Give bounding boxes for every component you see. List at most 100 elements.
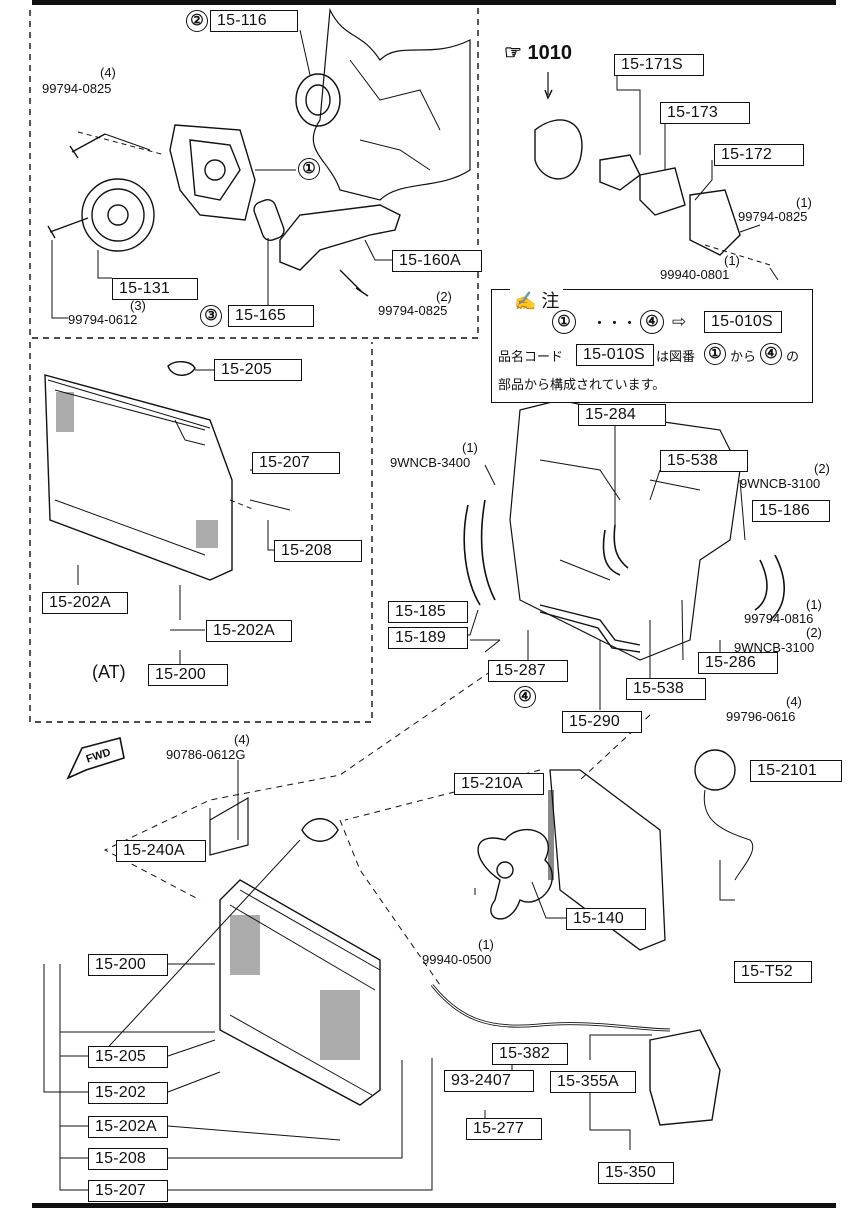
part-label-15-202A[interactable]: 15-202A xyxy=(88,1116,168,1138)
note-code-15-010S[interactable]: 15-010S xyxy=(704,311,782,333)
fastener-qty: (2) xyxy=(806,625,822,640)
part-label-15-286[interactable]: 15-286 xyxy=(698,652,778,674)
hose-15-284 xyxy=(602,524,629,576)
part-label-15-202[interactable]: 15-202 xyxy=(88,1082,168,1104)
part-label-15-287[interactable]: 15-287 xyxy=(488,660,568,682)
fastener-qty: (1) xyxy=(796,195,812,210)
part-label-15-284[interactable]: 15-284 xyxy=(578,404,666,426)
fastener-qty: (2) xyxy=(814,461,830,476)
part-label-15-355A[interactable]: 15-355A xyxy=(550,1071,636,1093)
bolt-1 xyxy=(69,133,106,159)
fastener-code[interactable]: 99794-0825 xyxy=(378,303,448,318)
part-label-15-T52[interactable]: 15-T52 xyxy=(734,961,812,983)
fastener-qty: (3) xyxy=(130,298,146,313)
fastener-code[interactable]: 90786-0612G xyxy=(166,747,246,762)
fastener-code[interactable]: 9WNCB-3400 xyxy=(390,455,471,470)
part-label-15-207[interactable]: 15-207 xyxy=(88,1180,168,1202)
part-label-15-240A[interactable]: 15-240A xyxy=(116,840,206,862)
fastener-qty: (1) xyxy=(462,440,478,455)
part-label-15-208-at[interactable]: 15-208 xyxy=(274,540,362,562)
fan-motor-15-2101 xyxy=(694,749,736,791)
fastener-code[interactable]: 99794-0825 xyxy=(42,81,112,96)
part-label-15-538-top[interactable]: 15-538 xyxy=(660,450,748,472)
fastener-code[interactable]: 99940-0801 xyxy=(660,267,730,282)
at-radiator xyxy=(44,374,233,581)
bottom-border xyxy=(32,1203,836,1208)
part-label-15-290[interactable]: 15-290 xyxy=(562,711,642,733)
part-label-15-350[interactable]: 15-350 xyxy=(598,1162,674,1184)
fastener-code[interactable]: 99794-0612 xyxy=(68,312,138,327)
fastener-code[interactable]: 99794-0816 xyxy=(744,611,814,626)
radiator-main xyxy=(219,879,381,1106)
part-label-15-200[interactable]: 15-200 xyxy=(88,954,168,976)
part-label-15-538-bottom[interactable]: 15-538 xyxy=(626,678,706,700)
fwd-arrow xyxy=(66,737,125,780)
note-code-15-010S-inline[interactable]: 15-010S xyxy=(576,344,654,366)
part-label-15-202A-at-2[interactable]: 15-202A xyxy=(206,620,292,642)
engine-block-middle xyxy=(509,399,741,661)
part-label-15-186[interactable]: 15-186 xyxy=(752,500,830,522)
part-label-15-140[interactable]: 15-140 xyxy=(566,908,646,930)
note-dots: ・・・ xyxy=(592,315,638,332)
fastener-qty: (4) xyxy=(234,732,250,747)
note-circled-1: ① xyxy=(552,310,576,334)
part-label-15-131[interactable]: 15-131 xyxy=(112,278,198,300)
part-label-93-2407[interactable]: 93-2407 xyxy=(444,1070,534,1092)
pipe-15-290 xyxy=(539,604,641,653)
fan-shroud-15-210A xyxy=(549,769,666,951)
fastener-qty: (1) xyxy=(724,253,740,268)
note-circled-4: ④ xyxy=(640,310,664,334)
part-label-15-160A[interactable]: 15-160A xyxy=(392,250,482,272)
cover-15-172 xyxy=(689,189,741,256)
part-label-15-172[interactable]: 15-172 xyxy=(714,144,804,166)
fastener-code[interactable]: 99940-0500 xyxy=(422,952,492,967)
part-label-15-202A-at[interactable]: 15-202A xyxy=(42,592,128,614)
gasket-15-116 xyxy=(295,73,341,127)
part-label-15-210A[interactable]: 15-210A xyxy=(454,773,544,795)
fastener-code[interactable]: 9WNCB-3100 xyxy=(740,476,821,491)
note-circled-1b: ① xyxy=(704,343,726,365)
part-label-15-200-at[interactable]: 15-200 xyxy=(148,664,228,686)
part-label-15-205-at[interactable]: 15-205 xyxy=(214,359,302,381)
ref-1010[interactable]: ☞ 1010 xyxy=(504,40,572,65)
hose-15-185 xyxy=(463,499,496,606)
part-label-15-185[interactable]: 15-185 xyxy=(388,601,468,623)
note-line2-suffix: の xyxy=(786,349,800,364)
section-border-at xyxy=(29,342,373,723)
fastener-code[interactable]: 99794-0825 xyxy=(738,209,808,224)
note-box: ✍ 注 ① ・・・ ④ ⇨ 15-010S 品名コード 15-010S は図番 … xyxy=(491,287,813,403)
part-label-15-2101[interactable]: 15-2101 xyxy=(750,760,842,782)
note-line2-mid: は図番 xyxy=(656,349,696,364)
reservoir-tank-15-355A xyxy=(649,1029,721,1126)
part-label-15-116[interactable]: 15-116 xyxy=(210,10,298,32)
fastener-qty: (1) xyxy=(478,937,494,952)
part-label-15-207-at[interactable]: 15-207 xyxy=(252,452,340,474)
part-label-15-171S[interactable]: 15-171S xyxy=(614,54,704,76)
part-label-15-205[interactable]: 15-205 xyxy=(88,1046,168,1068)
part-label-15-189[interactable]: 15-189 xyxy=(388,627,468,649)
bolt-2 xyxy=(47,217,89,239)
part-label-15-208[interactable]: 15-208 xyxy=(88,1148,168,1170)
circled-3: ③ xyxy=(200,305,222,327)
top-border xyxy=(32,0,836,5)
hand-pointer-icon: ☞ xyxy=(504,42,522,64)
fastener-code[interactable]: 9WNCB-3100 xyxy=(734,640,815,655)
pencil-icon: ✍ xyxy=(514,291,542,311)
pulley-15-131 xyxy=(81,178,155,252)
note-arrow-icon: ⇨ xyxy=(672,312,687,331)
part-label-15-165[interactable]: 15-165 xyxy=(228,305,314,327)
hose-15-186 xyxy=(754,554,785,621)
fastener-code[interactable]: 99796-0616 xyxy=(726,709,796,724)
fastener-qty: (2) xyxy=(436,289,452,304)
part-label-15-277[interactable]: 15-277 xyxy=(466,1118,542,1140)
part-label-15-173[interactable]: 15-173 xyxy=(660,102,750,124)
fastener-qty: (4) xyxy=(100,65,116,80)
fastener-qty: (1) xyxy=(806,597,822,612)
at-label: (AT) xyxy=(92,662,126,682)
circled-1: ① xyxy=(298,158,320,180)
part-label-15-382[interactable]: 15-382 xyxy=(492,1043,568,1065)
fan-blade-15-140 xyxy=(477,829,553,920)
note-line2-mid2: から xyxy=(730,349,757,364)
